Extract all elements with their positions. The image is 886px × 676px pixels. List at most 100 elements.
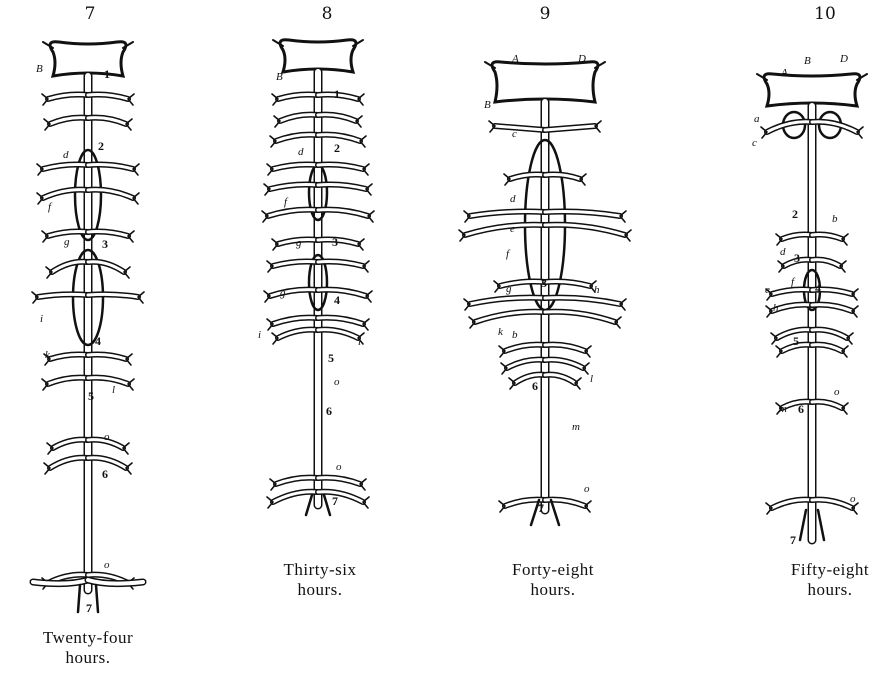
vessel-branch bbox=[359, 478, 367, 491]
vessel-lumen bbox=[543, 173, 582, 181]
figure-number-8: 8 bbox=[321, 4, 333, 24]
vessel-branch bbox=[125, 462, 133, 475]
vessel-branch bbox=[304, 493, 332, 517]
vessel-lumen bbox=[86, 230, 130, 238]
structure-label: g bbox=[280, 287, 286, 299]
structure-label: d bbox=[63, 149, 69, 161]
vessel-branch bbox=[269, 478, 277, 491]
vessel-branch bbox=[765, 502, 773, 515]
vessel-lumen bbox=[86, 93, 130, 101]
vessel-branch bbox=[841, 402, 849, 415]
structure-label: 3 bbox=[102, 237, 108, 251]
vessel-lumen bbox=[274, 476, 320, 486]
structure-label: o bbox=[850, 493, 856, 505]
vessel-branch bbox=[266, 496, 274, 509]
structure-label: 5 bbox=[793, 334, 799, 348]
structure-label: l bbox=[590, 373, 593, 385]
vessel-branch bbox=[851, 305, 859, 318]
caption-figure-10: Fifty-eight hours. bbox=[755, 560, 886, 600]
vessel-lumen bbox=[36, 292, 90, 299]
vessel-lumen bbox=[543, 373, 577, 385]
vessel-lumen bbox=[316, 288, 368, 298]
vessel-lumen bbox=[86, 260, 126, 274]
structure-label: B bbox=[804, 55, 811, 67]
vessel-branch bbox=[36, 163, 44, 176]
vessel-lumen bbox=[543, 498, 587, 508]
vessel-branch bbox=[271, 332, 279, 345]
vessel-lumen bbox=[765, 120, 814, 134]
vessel-branch bbox=[851, 288, 859, 301]
structure-label: g bbox=[64, 236, 70, 248]
vessel-lumen bbox=[31, 578, 90, 586]
vessel-lumen bbox=[468, 210, 547, 218]
vessel-branch bbox=[841, 345, 849, 358]
head-vessel-plexus bbox=[490, 60, 600, 104]
vessel-branch bbox=[42, 41, 134, 49]
caption-figure-9: Forty-eight hours. bbox=[478, 560, 628, 600]
structure-label: a bbox=[754, 113, 760, 125]
structure-label: D bbox=[839, 53, 848, 65]
structure-label: 2 bbox=[792, 207, 798, 221]
structure-label: m bbox=[572, 421, 580, 433]
vessel-branch bbox=[775, 233, 783, 246]
structure-label: 7 bbox=[86, 601, 92, 615]
structure-label: 5 bbox=[328, 351, 334, 365]
vessel-lumen bbox=[276, 93, 320, 101]
vessel-branch bbox=[463, 210, 471, 223]
vessel-loop bbox=[71, 248, 105, 347]
vessel-branch bbox=[45, 266, 53, 279]
vessel-lumen bbox=[473, 310, 547, 324]
vessel-lumen bbox=[810, 343, 844, 353]
structure-label: l bbox=[358, 336, 361, 348]
head-vessel-plexus bbox=[762, 72, 862, 108]
vessel-lumen bbox=[86, 292, 140, 299]
vessel-branch bbox=[624, 229, 632, 242]
structure-label: 6 bbox=[102, 467, 108, 481]
vessel-lumen bbox=[316, 316, 365, 326]
vessel-lumen bbox=[543, 310, 617, 324]
vessel-lumen bbox=[810, 400, 844, 410]
structure-label: 4 bbox=[95, 334, 101, 348]
vessel-lumen bbox=[266, 208, 320, 218]
vessel-lumen bbox=[543, 210, 622, 218]
figure-number-7: 7 bbox=[84, 4, 96, 24]
structure-label: 7 bbox=[332, 494, 338, 508]
caption-figure-7: Twenty-four hours. bbox=[13, 628, 163, 668]
vessel-lumen bbox=[271, 260, 320, 268]
vessel-branch bbox=[41, 378, 49, 391]
structure-label: o bbox=[104, 431, 110, 443]
head-vessel-plexus bbox=[278, 38, 358, 74]
vessel-lumen bbox=[316, 328, 360, 340]
structure-label: A bbox=[511, 53, 519, 65]
vessel-branch bbox=[777, 260, 785, 273]
vessel-branch bbox=[41, 93, 49, 106]
structure-label: b bbox=[512, 329, 518, 341]
vessel-branch bbox=[261, 210, 269, 223]
structure-label: 6 bbox=[798, 402, 804, 416]
vessel-lumen bbox=[86, 456, 128, 470]
vessel-branch bbox=[43, 118, 51, 131]
vessel-branch bbox=[488, 120, 496, 133]
vessel-lumen bbox=[498, 280, 547, 288]
structure-label: 4 bbox=[815, 281, 821, 295]
vessel-branch bbox=[31, 291, 39, 304]
vessel-lumen bbox=[316, 93, 360, 101]
structure-label: c bbox=[752, 137, 757, 149]
vessel-lumen bbox=[543, 358, 585, 370]
vessel-branch bbox=[362, 260, 370, 273]
vessel-branch bbox=[574, 377, 582, 390]
caption-line: hours. bbox=[807, 580, 853, 599]
structure-label: 2 bbox=[98, 139, 104, 153]
vessel-branch bbox=[508, 377, 516, 390]
structure-label: 1 bbox=[104, 67, 110, 81]
structure-label: e bbox=[765, 284, 770, 296]
vessel-branch bbox=[46, 442, 54, 455]
vessel-lumen bbox=[86, 353, 128, 361]
structure-label: k bbox=[498, 326, 504, 338]
vessel-lumen bbox=[278, 113, 320, 123]
vessel-branch bbox=[775, 402, 783, 415]
